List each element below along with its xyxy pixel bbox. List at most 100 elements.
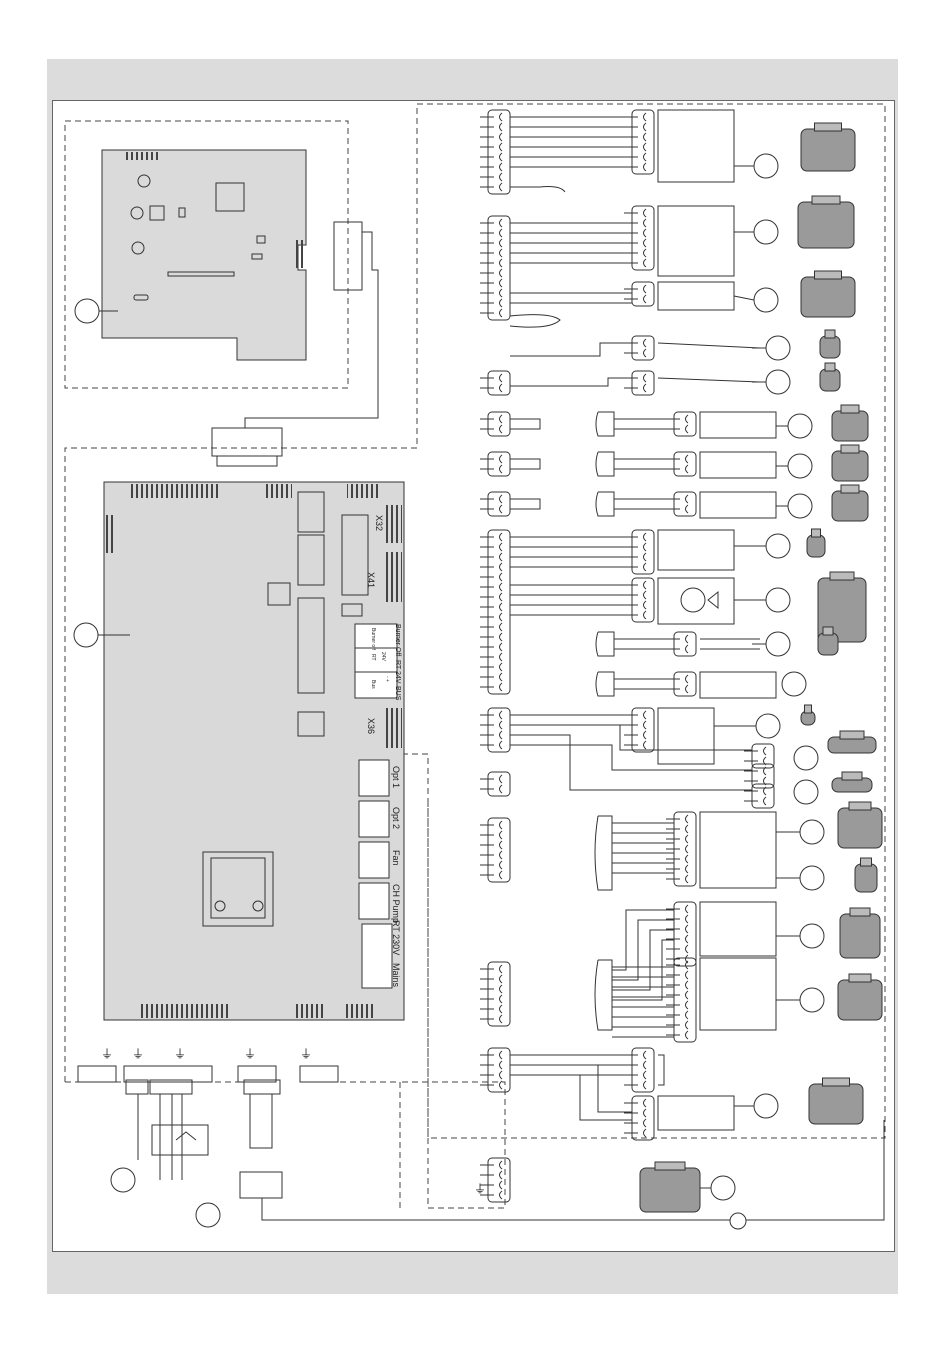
connector-room-1	[674, 902, 696, 966]
display-board	[75, 150, 306, 360]
connector-socket	[500, 673, 503, 681]
connector-socket	[500, 775, 503, 783]
sublabel-bus: Bus	[370, 680, 376, 689]
valve-symbol	[708, 592, 718, 608]
connector-socket	[500, 543, 503, 551]
connector-socket	[686, 855, 689, 863]
connector-socket	[500, 841, 503, 849]
callout-temp	[782, 672, 806, 696]
connector-socket	[644, 339, 647, 347]
callout-fan	[754, 220, 778, 244]
connector-socket	[500, 985, 503, 993]
touch-part-detail	[861, 858, 872, 866]
connector-socket	[500, 269, 503, 277]
sensor-1-part-detail	[825, 330, 835, 338]
diverter-block	[658, 578, 734, 624]
connector-socket	[686, 925, 689, 933]
pressure-part-detail	[812, 529, 821, 537]
connector-socket	[686, 675, 689, 683]
wire	[658, 1055, 664, 1085]
connector-socket	[500, 384, 503, 392]
ignition-part-detail	[805, 705, 812, 713]
block-opt-2: Opt 2	[391, 807, 401, 829]
connector-socket	[644, 1099, 647, 1107]
callout-tank-sensor	[788, 414, 812, 438]
connector-socket	[686, 991, 689, 999]
room-2-part	[838, 980, 882, 1020]
connector-socket	[686, 935, 689, 943]
connector-gas-valve-device	[632, 110, 654, 174]
connector-socket	[644, 219, 647, 227]
connector-socket	[644, 374, 647, 382]
connector-socket	[500, 623, 503, 631]
connector-socket	[686, 971, 689, 979]
connector-socket	[500, 415, 503, 423]
connector-socket	[686, 1001, 689, 1009]
connector-socket	[500, 785, 503, 793]
connector-socket	[644, 1119, 647, 1127]
connector-socket	[644, 1061, 647, 1069]
connector-socket	[644, 285, 647, 293]
connector-socket	[686, 645, 689, 653]
connector-socket	[644, 581, 647, 589]
connector-valve-2	[632, 282, 654, 306]
connector-x32: X32	[374, 515, 384, 531]
plug-controller	[596, 492, 614, 516]
connector-socket	[500, 1071, 503, 1079]
connector-socket	[644, 1051, 647, 1059]
connector-socket	[500, 455, 503, 463]
label-burner-off: Burner Off	[394, 624, 401, 656]
connector-ui	[488, 818, 510, 882]
connector-socket	[644, 229, 647, 237]
callout-mains-valve	[711, 1176, 735, 1200]
connector-socket	[644, 601, 647, 609]
connector-socket	[644, 384, 647, 392]
valve-2-part-detail	[815, 271, 842, 279]
callout-pressure	[766, 534, 790, 558]
connector-socket	[500, 1161, 503, 1169]
connector-hydraulic	[488, 530, 510, 694]
connector-socket	[500, 1005, 503, 1013]
pump-part-detail	[823, 1078, 850, 1086]
plug-room-unit	[596, 452, 614, 476]
temp-block	[700, 672, 776, 698]
callout-pump	[754, 1094, 778, 1118]
connector-socket	[686, 981, 689, 989]
touch-part	[855, 864, 877, 892]
connector-socket	[500, 871, 503, 879]
connector-socket	[644, 259, 647, 267]
connector-socket	[686, 1021, 689, 1029]
connector-socket	[500, 113, 503, 121]
connector-socket	[686, 915, 689, 923]
loop-wire	[510, 459, 540, 469]
block-tank-sensor	[700, 412, 776, 438]
pump-block	[658, 1096, 734, 1130]
display-part-detail	[849, 802, 871, 810]
mains-valve-part	[640, 1168, 700, 1212]
connector-socket	[500, 965, 503, 973]
connector-socket	[644, 113, 647, 121]
room-1-part-detail	[850, 908, 870, 916]
callout-sensor-1	[766, 336, 790, 360]
sensor-2-part-detail	[825, 363, 835, 371]
room-1-block	[700, 902, 776, 956]
callout-diverter	[766, 588, 790, 612]
connector-device-tank-sensor	[674, 412, 696, 436]
connector-socket	[764, 747, 767, 755]
connector-socket	[500, 1081, 503, 1089]
connector-gas-valve	[488, 110, 510, 194]
connector-socket	[500, 374, 503, 382]
mains-valve-part-detail	[655, 1162, 685, 1170]
connector-socket	[500, 279, 503, 287]
connector-socket	[500, 613, 503, 621]
connector-flow	[674, 632, 696, 656]
connector-socket	[644, 143, 647, 151]
connector-socket	[686, 455, 689, 463]
connector-socket	[500, 851, 503, 859]
block-controller	[700, 492, 776, 518]
connector-socket	[644, 163, 647, 171]
connector-socket	[500, 831, 503, 839]
part-room-unit-detail	[841, 445, 859, 453]
block-rt-230v: RT 230V	[391, 920, 401, 955]
connector-socket	[500, 153, 503, 161]
